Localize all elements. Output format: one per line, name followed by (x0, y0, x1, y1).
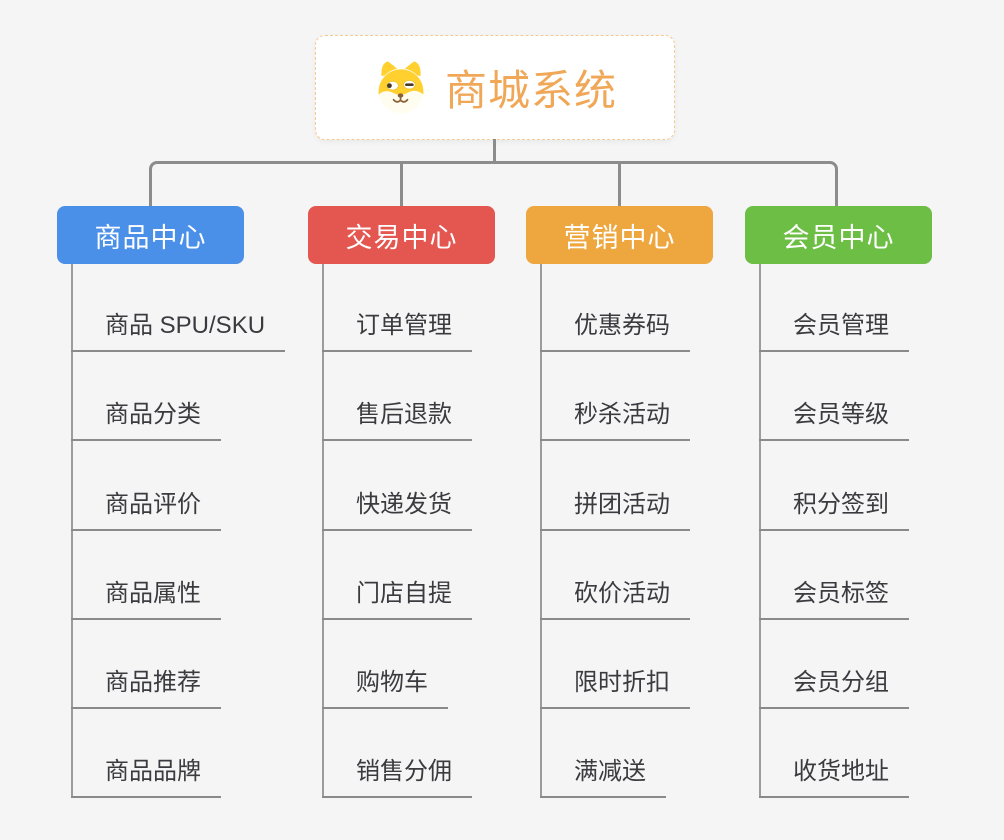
connector-root-stem (493, 139, 496, 162)
leaf-node[interactable]: 售后退款 (322, 399, 472, 441)
leaf-node[interactable]: 会员标签 (759, 578, 909, 620)
connector-trunk (322, 264, 324, 798)
leaf-node[interactable]: 限时折扣 (540, 667, 690, 709)
branch-column-trade: 交易中心 订单管理 售后退款 快递发货 门店自提 购物车 销售分佣 (308, 206, 543, 806)
branch-column-products: 商品中心 商品 SPU/SKU 商品分类 商品评价 商品属性 商品推荐 商品品牌 (57, 206, 292, 806)
leaf-node[interactable]: 销售分佣 (322, 756, 472, 798)
connector-elbow-left (149, 161, 495, 206)
connector-trunk (540, 264, 542, 798)
leaf-node[interactable]: 收货地址 (759, 756, 909, 798)
leaf-node[interactable]: 门店自提 (322, 578, 472, 620)
connector-trunk (71, 264, 73, 798)
connector-elbow-right (495, 161, 838, 206)
doge-face-icon (378, 60, 424, 113)
leaf-node[interactable]: 会员等级 (759, 399, 909, 441)
leaf-node[interactable]: 秒杀活动 (540, 399, 690, 441)
connector-drop-branch2 (400, 161, 403, 206)
branch-node-trade[interactable]: 交易中心 (308, 206, 495, 264)
leaf-node[interactable]: 商品评价 (71, 489, 221, 531)
branch-column-members: 会员中心 会员管理 会员等级 积分签到 会员标签 会员分组 收货地址 (745, 206, 980, 806)
connector-drop-branch3 (618, 161, 621, 206)
leaf-node[interactable]: 商品推荐 (71, 667, 221, 709)
leaf-node[interactable]: 商品品牌 (71, 756, 221, 798)
branch-column-marketing: 营销中心 优惠券码 秒杀活动 拼团活动 砍价活动 限时折扣 满减送 (526, 206, 761, 806)
leaf-node[interactable]: 优惠券码 (540, 310, 690, 352)
leaf-node[interactable]: 购物车 (322, 667, 448, 709)
branch-node-marketing[interactable]: 营销中心 (526, 206, 713, 264)
leaf-node[interactable]: 会员分组 (759, 667, 909, 709)
leaf-node[interactable]: 商品分类 (71, 399, 221, 441)
leaf-node[interactable]: 满减送 (540, 756, 666, 798)
leaf-node[interactable]: 积分签到 (759, 489, 909, 531)
leaf-node[interactable]: 拼团活动 (540, 489, 690, 531)
leaf-node[interactable]: 商品属性 (71, 578, 221, 620)
leaf-node[interactable]: 商品 SPU/SKU (71, 310, 286, 352)
branch-node-products[interactable]: 商品中心 (57, 206, 244, 264)
leaf-node[interactable]: 砍价活动 (540, 578, 690, 620)
leaf-node[interactable]: 快递发货 (322, 489, 472, 531)
leaf-node[interactable]: 订单管理 (322, 310, 472, 352)
connector-trunk (759, 264, 761, 798)
root-node[interactable]: 商城系统 (315, 35, 675, 140)
leaf-node[interactable]: 会员管理 (759, 310, 909, 352)
branch-node-members[interactable]: 会员中心 (745, 206, 932, 264)
root-title: 商城系统 (444, 67, 617, 114)
